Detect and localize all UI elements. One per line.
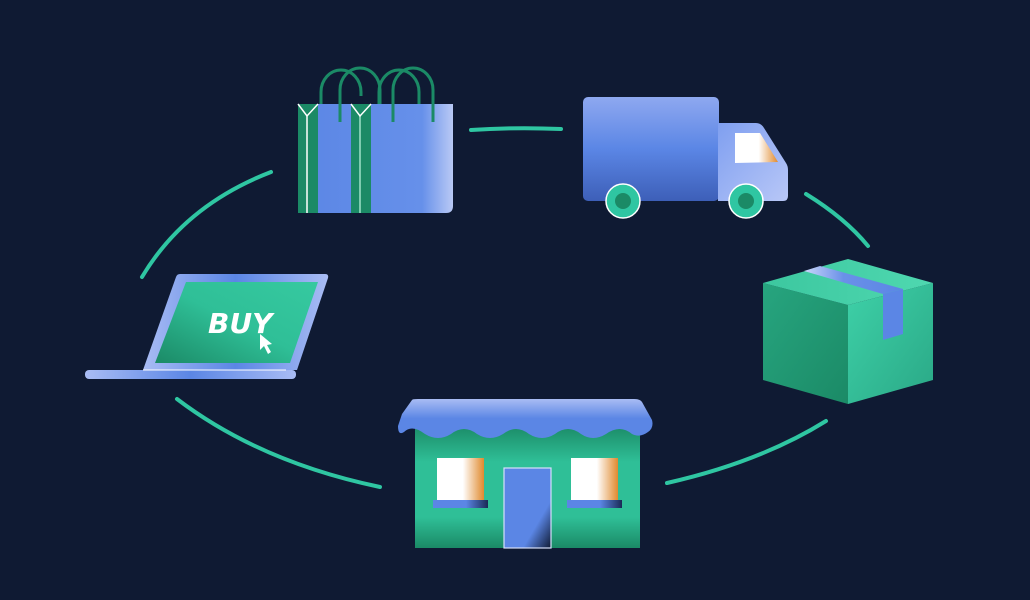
wheel-front bbox=[605, 183, 641, 219]
arc-store-to-laptop bbox=[175, 397, 382, 489]
wheel-rear bbox=[728, 183, 764, 219]
cycle-arcs bbox=[140, 126, 870, 489]
truck-icon bbox=[583, 97, 788, 219]
store-window-left bbox=[433, 458, 488, 508]
buy-label: BUY bbox=[208, 307, 275, 340]
shopping-bag-icon bbox=[297, 66, 453, 213]
arc-laptop-to-bags bbox=[140, 170, 273, 279]
package-icon bbox=[763, 259, 933, 404]
arc-truck-to-box bbox=[804, 192, 870, 248]
arc-bags-to-truck bbox=[469, 126, 563, 132]
cursor-arrow-icon bbox=[260, 334, 272, 354]
store-door bbox=[503, 467, 552, 549]
arc-box-to-store bbox=[665, 419, 828, 485]
store-icon bbox=[398, 399, 653, 549]
store-window-right bbox=[567, 458, 622, 508]
laptop-icon: BUY bbox=[85, 274, 329, 379]
